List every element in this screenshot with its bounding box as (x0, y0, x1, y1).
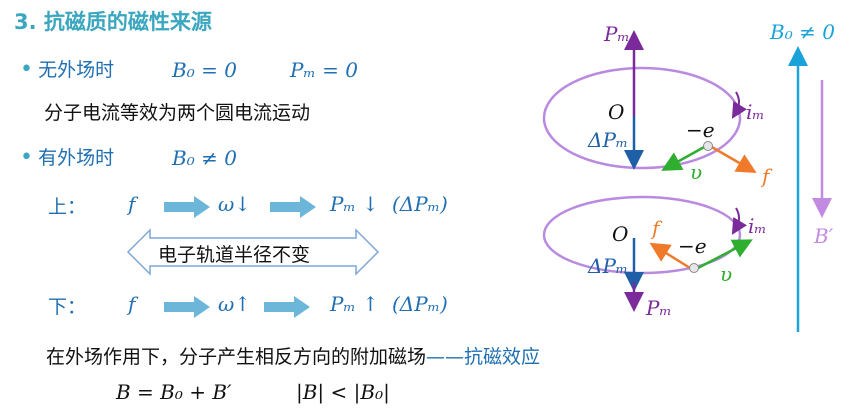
lower-arrow-1 (164, 296, 210, 318)
lower-arrow-2 (264, 296, 310, 318)
formula-b-compare: |B| < |B₀| (296, 380, 390, 404)
upper-force: f (128, 192, 136, 216)
upper-pm: Pₘ ↓ (330, 192, 379, 216)
top-current-arrow (731, 91, 747, 119)
bottom-velocity-label: υ (720, 262, 733, 286)
top-current-label: iₘ (746, 100, 765, 124)
bottom-dpm-label: ΔPₘ (588, 254, 629, 278)
bullet-with-field: • 有外场时 (20, 143, 114, 170)
radius-constant-text: 电子轨道半径不变 (158, 244, 311, 266)
bullet-dot: • (20, 145, 33, 170)
top-pm-label: Pₘ (604, 22, 630, 46)
bottom-electron-label: −e (678, 234, 707, 258)
formula-b-sum: B = B₀ + B′ (116, 380, 232, 404)
orbit-diagram (542, 30, 832, 332)
conclusion-text: 在外场作用下，分子产生相反方向的附加磁场 (46, 346, 427, 368)
bottom-current-label: iₘ (748, 214, 767, 238)
with-field-label: 有外场时 (38, 147, 115, 169)
bottom-force-arrow (649, 242, 691, 270)
eq-b0-nonzero: B₀ ≠ 0 (172, 146, 237, 170)
diamagnetic-effect: 抗磁效应 (464, 346, 541, 368)
upper-omega: ω↓ (218, 192, 252, 216)
conclusion-dash: —— (426, 346, 465, 368)
bprime-field-label: B′ (814, 224, 834, 248)
section-title: 3. 抗磁质的磁性来源 (14, 10, 212, 34)
conclusion-line: 在外场作用下，分子产生相反方向的附加磁场——抗磁效应 (46, 342, 540, 369)
eq-b0-zero: B₀ = 0 (172, 58, 237, 82)
no-field-label: 无外场时 (38, 59, 115, 81)
no-field-description: 分子电流等效为两个圆电流运动 (44, 102, 311, 124)
lower-label: 下： (48, 296, 87, 318)
upper-dpm: (ΔPₘ) (392, 192, 448, 216)
top-electron-label: −e (686, 118, 715, 142)
upper-label: 上： (48, 196, 87, 218)
top-force-label: f (762, 164, 770, 188)
top-force-arrow (709, 144, 757, 174)
lower-force: f (128, 292, 136, 316)
bullet-dot: • (20, 57, 33, 82)
lower-dpm: (ΔPₘ) (392, 292, 448, 316)
bullet-no-field: • 无外场时 (20, 55, 114, 82)
top-o-label: O (608, 100, 625, 124)
bottom-o-label: O (612, 222, 629, 246)
lower-pm: Pₘ ↑ (330, 292, 379, 316)
top-electron (703, 141, 713, 151)
bottom-force-label: f (652, 216, 660, 240)
eq-pm-zero: Pₘ = 0 (290, 58, 358, 82)
bottom-electron (689, 263, 699, 273)
b0-field-label: B₀ ≠ 0 (770, 20, 835, 44)
upper-arrow-1 (164, 196, 210, 218)
top-velocity-arrow (661, 144, 707, 171)
bottom-current-arrow (731, 207, 747, 235)
bottom-pm-label: Pₘ (646, 296, 672, 320)
bottom-velocity-arrow (697, 239, 753, 270)
lower-omega: ω↑ (218, 292, 252, 316)
radius-constant-box (126, 228, 380, 276)
upper-arrow-2 (270, 196, 316, 218)
top-velocity-label: υ (690, 160, 703, 184)
top-dpm-label: ΔPₘ (588, 128, 629, 152)
